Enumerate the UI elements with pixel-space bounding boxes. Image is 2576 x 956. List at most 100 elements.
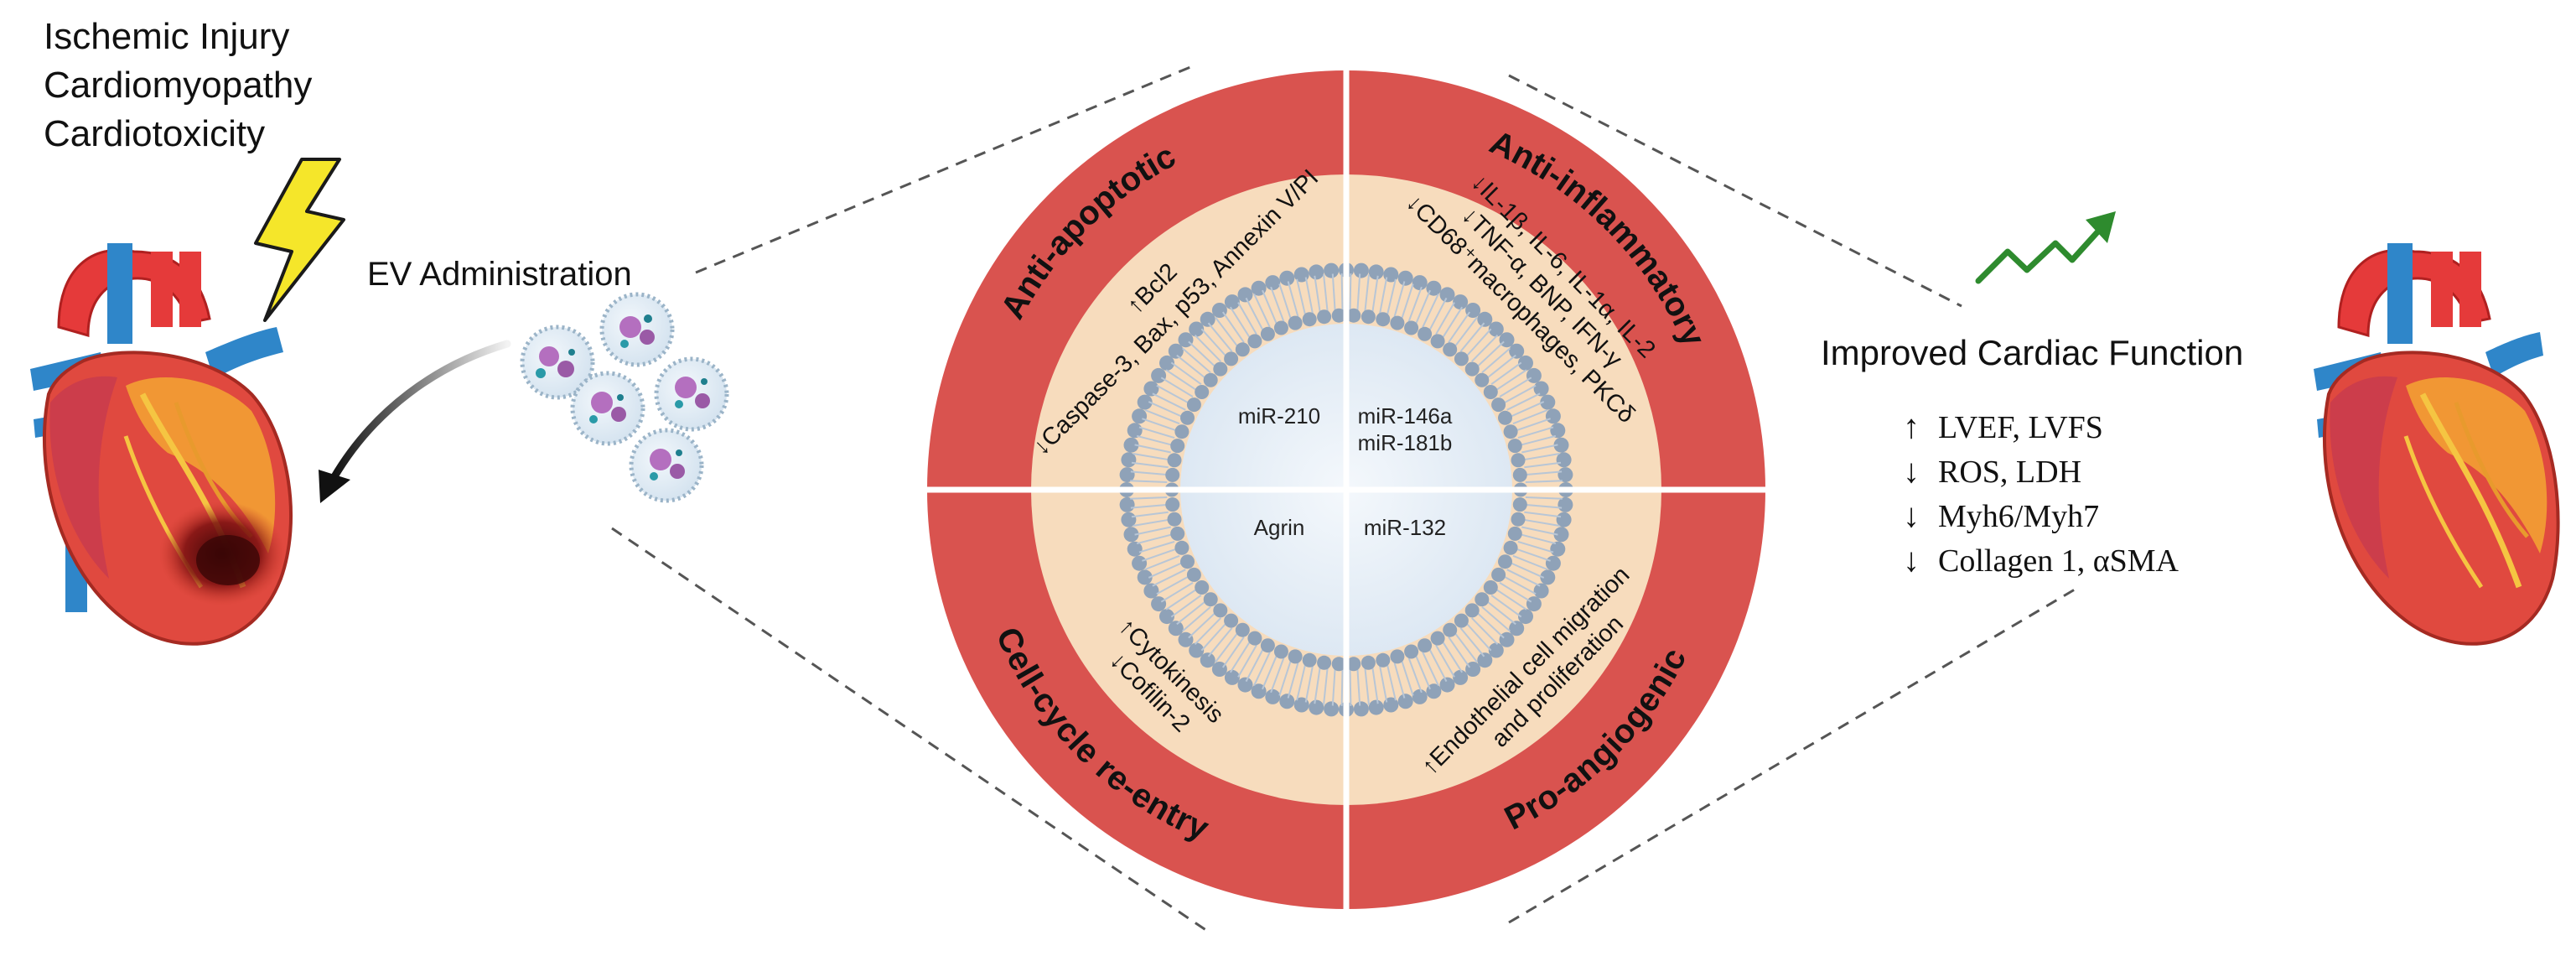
lipid-tail	[1287, 662, 1299, 699]
membrane-bead	[1464, 603, 1480, 618]
membrane-bead	[1509, 621, 1525, 636]
lipid-tail	[1512, 554, 1548, 570]
membrane-bead	[1397, 694, 1413, 709]
lipid-tail	[1296, 278, 1307, 315]
membrane-outer-beads	[1119, 262, 1573, 717]
membrane-bead	[1143, 583, 1159, 599]
lipid-tail	[1144, 409, 1180, 425]
lipid-tail	[1156, 575, 1190, 595]
lipid-tail	[1304, 666, 1314, 703]
lipid-tail	[1515, 418, 1551, 432]
lipid-tail	[1194, 334, 1222, 362]
lipid-tail	[1136, 434, 1173, 446]
lipid-tail	[1130, 496, 1168, 500]
lipid-tail	[1525, 503, 1563, 509]
membrane-bead	[1475, 592, 1490, 607]
membrane-bead	[1453, 669, 1469, 685]
membrane-bead	[1137, 394, 1153, 410]
cargo-mir-210: miR-210	[1238, 403, 1320, 429]
membrane-bead	[1412, 275, 1428, 291]
outcome-item-2-text: ROS, LDH	[1938, 455, 2081, 490]
cargo-agrin: Agrin	[1254, 515, 1305, 540]
lipid-tail	[1407, 286, 1423, 322]
lipid-tail	[1138, 426, 1175, 439]
lipid-tail	[1148, 562, 1183, 579]
ev-particle-cluster-icon	[520, 292, 729, 503]
membrane-bead	[1309, 264, 1324, 280]
lipid-tail	[1515, 548, 1551, 562]
membrane-bead	[1368, 264, 1384, 280]
lipid-tail	[1200, 328, 1227, 357]
lipid-tail	[1253, 294, 1271, 328]
lipid-tail	[1525, 496, 1563, 500]
lipid-tail	[1512, 409, 1548, 425]
membrane-bead	[1273, 320, 1288, 335]
membrane-bead	[1178, 332, 1194, 348]
lipid-tail	[1133, 518, 1170, 527]
membrane-bead	[1454, 613, 1469, 628]
membrane-bead	[1265, 688, 1281, 704]
membrane-bead	[1390, 649, 1405, 664]
membrane-bead	[1404, 320, 1419, 335]
lipid-tail	[1428, 648, 1448, 683]
membrane-bead	[1491, 397, 1506, 413]
lipid-tail	[1130, 480, 1168, 483]
membrane-bead	[1353, 262, 1369, 278]
administration-arrow-icon	[319, 340, 511, 503]
lipid-tail	[1138, 540, 1175, 553]
lipid-tail	[1237, 302, 1257, 335]
membrane-bead	[1159, 355, 1174, 371]
lipid-tail	[1503, 575, 1537, 595]
lipid-tail	[1136, 533, 1173, 545]
lipid-tail	[1314, 275, 1321, 313]
membrane-bead	[1324, 262, 1340, 278]
lipid-tail	[1470, 617, 1499, 646]
lipid-tail	[1152, 392, 1186, 411]
membrane-bead	[1170, 526, 1185, 541]
lipid-tail	[1270, 286, 1285, 322]
connector-lines	[611, 65, 2080, 933]
lipid-tail	[1221, 636, 1245, 668]
membrane-bead	[1279, 694, 1295, 709]
membrane-bead	[1430, 334, 1445, 349]
lipid-tail	[1200, 622, 1227, 652]
lipid-tail	[1349, 273, 1352, 311]
lipid-tail	[1170, 361, 1202, 386]
lipid-tail	[1287, 281, 1299, 318]
membrane-bead	[1273, 644, 1288, 659]
membrane-bead	[1186, 397, 1201, 413]
lipid-tail	[1130, 470, 1168, 476]
membrane-bead	[1553, 437, 1569, 453]
ev-particle-icon	[629, 428, 704, 503]
lipid-tail	[1393, 281, 1406, 318]
membrane-bead	[1247, 334, 1262, 349]
lipid-tail	[1356, 668, 1361, 706]
membrane-bead	[1288, 315, 1303, 330]
outcome-item-1-text: LVEF, LVFS	[1938, 410, 2103, 445]
membrane-bead	[1412, 688, 1428, 704]
lipid-tail	[1481, 347, 1511, 373]
lipid-tail	[1428, 297, 1448, 331]
membrane-bead	[1189, 642, 1205, 658]
lipid-tail	[1476, 340, 1505, 368]
quadrant-dividers	[925, 69, 1767, 911]
lipid-tail	[1525, 480, 1563, 483]
membrane-bead	[1331, 657, 1346, 672]
lipid-tail	[1422, 294, 1439, 328]
lipid-tail	[1506, 569, 1541, 587]
membrane-bead	[1475, 372, 1490, 387]
lipid-tail	[1165, 369, 1198, 392]
membrane-bead	[1123, 527, 1139, 543]
ev-administration-label: EV Administration	[367, 256, 632, 293]
outcome-item-4-text: Collagen 1, αSMA	[1938, 543, 2179, 579]
membrane-bead	[1518, 609, 1533, 625]
outcome-item-3-text: Myh6/Myh7	[1938, 499, 2099, 534]
membrane-bead	[1137, 569, 1153, 585]
ev-particle-icon	[520, 325, 595, 400]
lipid-tail	[1510, 401, 1545, 418]
lipid-tail	[1131, 511, 1169, 518]
membrane-bead	[1418, 326, 1433, 341]
membrane-lipid-tails	[1130, 273, 1563, 706]
lipid-tail	[1401, 283, 1414, 320]
lipid-tail	[1521, 444, 1558, 454]
